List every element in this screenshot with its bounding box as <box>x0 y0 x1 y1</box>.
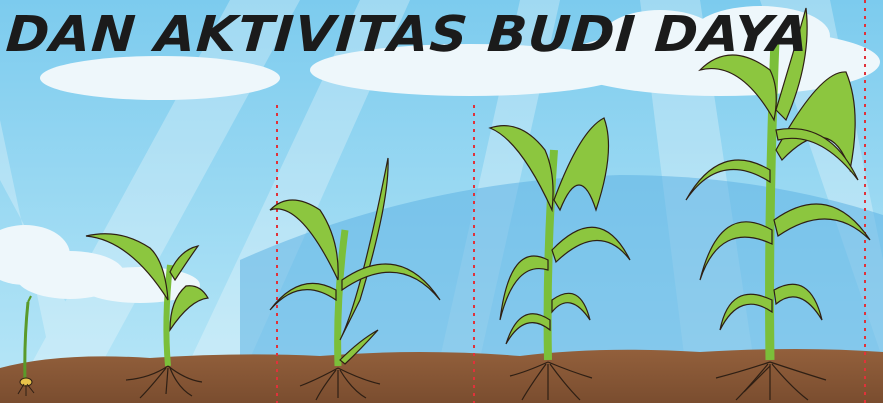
page-title: DAN AKTIVITAS BUDI DAYA <box>4 10 811 59</box>
soil-ground <box>0 349 883 403</box>
